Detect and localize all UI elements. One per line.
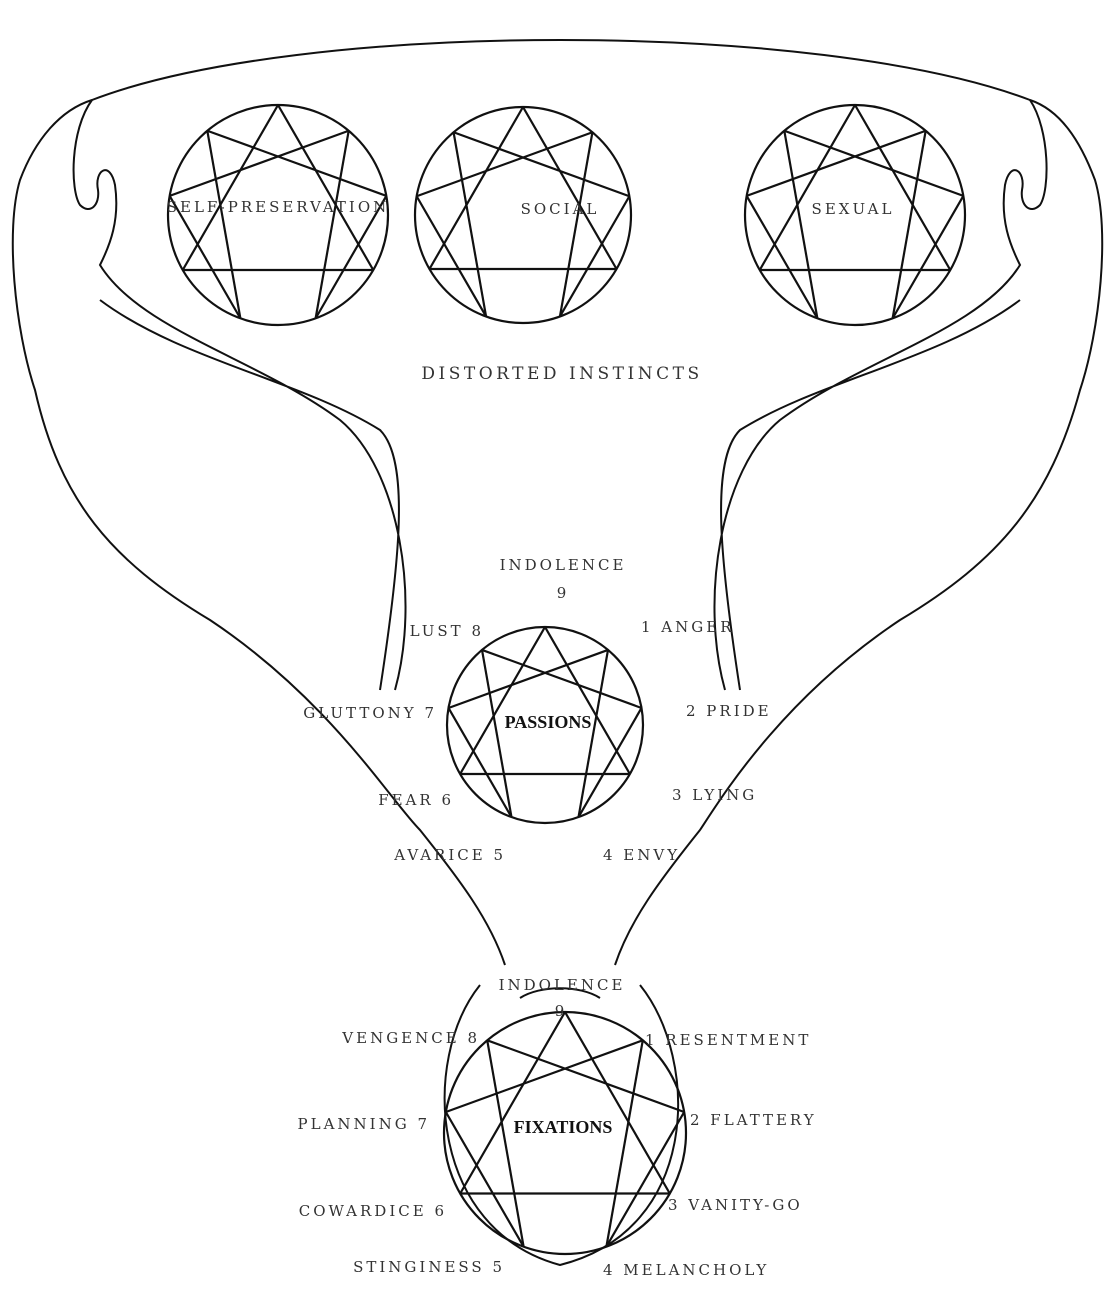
left-hand bbox=[72, 99, 407, 691]
enneagram-sexual bbox=[743, 103, 967, 327]
enneagram-line bbox=[181, 104, 279, 271]
fixation-bowl bbox=[443, 984, 680, 1267]
enneagram-line bbox=[486, 1040, 525, 1247]
passion-5: AVARICE 5 bbox=[393, 846, 506, 864]
fixation-3: 3 VANITY-GO bbox=[668, 1196, 803, 1214]
enneagram-line bbox=[577, 649, 610, 818]
passion-1: 1 ANGER bbox=[641, 618, 735, 636]
fixation-1: 1 RESENTMENT bbox=[645, 1031, 811, 1049]
enneagram-line bbox=[416, 131, 593, 198]
enneagram-line bbox=[459, 626, 546, 775]
enneagram-line bbox=[444, 1111, 525, 1248]
enneagram-self-preservation bbox=[166, 103, 390, 327]
enneagram-line bbox=[206, 130, 242, 319]
enneagram-line bbox=[452, 132, 488, 317]
enneagram-line bbox=[854, 104, 952, 271]
enneagram-line bbox=[314, 130, 350, 319]
fixation-2: 2 FLATTERY bbox=[690, 1111, 817, 1129]
enneagram-line bbox=[558, 132, 594, 317]
right-hand bbox=[713, 99, 1048, 691]
enneagram-line bbox=[428, 106, 524, 270]
fixation-5: STINGINESS 5 bbox=[353, 1258, 505, 1276]
label-self-preservation: SELF-PRESERVATION bbox=[167, 198, 390, 216]
enneagram-line bbox=[783, 130, 819, 319]
enneagram-line bbox=[783, 129, 964, 197]
passions-center-label: PASSIONS bbox=[505, 712, 592, 732]
passion-4: 4 ENVY bbox=[603, 846, 680, 864]
passion-6: FEAR 6 bbox=[378, 791, 454, 809]
enneagram-line bbox=[558, 195, 631, 318]
fixation-8: VENGENCE 8 bbox=[341, 1029, 480, 1047]
fixation-4: 4 MELANCHOLY bbox=[603, 1261, 769, 1279]
enneagram-line bbox=[745, 195, 819, 319]
enneagram-line bbox=[168, 195, 242, 319]
enneagram-line bbox=[605, 1111, 686, 1248]
passion-7: GLUTTONY 7 bbox=[303, 704, 437, 722]
enneagram-line bbox=[448, 648, 609, 710]
enneagram-line bbox=[277, 104, 375, 271]
enneagram-social bbox=[413, 105, 633, 325]
passion-8: LUST 8 bbox=[410, 622, 484, 640]
passion-9-number: 9 bbox=[557, 584, 570, 602]
enneagram-line bbox=[891, 195, 965, 319]
passion-3: 3 LYING bbox=[672, 786, 757, 804]
fixations-center-label: FIXATIONS bbox=[514, 1117, 613, 1137]
enneagram-line bbox=[577, 707, 643, 818]
enneagram-line bbox=[522, 106, 618, 270]
enneagram-line bbox=[453, 131, 630, 198]
passion-2: 2 PRIDE bbox=[686, 702, 772, 720]
label-sexual: SEXUAL bbox=[812, 200, 895, 218]
fixation-9-number: 9 bbox=[555, 1002, 568, 1020]
distorted-instincts-title: DISTORTED INSTINCTS bbox=[421, 364, 702, 384]
label-social: SOCIAL bbox=[521, 200, 600, 218]
neck-arc bbox=[519, 987, 601, 999]
enneagram-line bbox=[605, 1040, 644, 1247]
enneagram-line bbox=[544, 626, 631, 775]
enneagram-fixations bbox=[442, 1010, 688, 1256]
enneagram-line bbox=[480, 649, 513, 818]
fixation-6: COWARDICE 6 bbox=[299, 1202, 447, 1220]
enneagram-line bbox=[758, 104, 856, 271]
enneagram-line bbox=[891, 130, 927, 319]
enneagram-passions bbox=[445, 625, 645, 825]
figure-outline bbox=[11, 39, 1104, 966]
passion-9: INDOLENCE bbox=[500, 556, 627, 574]
enneagram-line bbox=[447, 707, 513, 818]
enneagram-line bbox=[169, 129, 350, 197]
enneagram-line bbox=[445, 1039, 644, 1114]
enneagram-line bbox=[415, 195, 488, 318]
enneagram-line bbox=[746, 129, 927, 197]
enneagram-line bbox=[481, 648, 642, 710]
enneagram-line bbox=[486, 1039, 685, 1114]
enneagram-line bbox=[314, 195, 388, 319]
enneagram-line bbox=[459, 1011, 566, 1195]
enneagram-line bbox=[206, 129, 387, 197]
fixation-9: INDOLENCE bbox=[499, 976, 626, 994]
fixation-7: PLANNING 7 bbox=[298, 1115, 430, 1133]
enneagram-line bbox=[564, 1011, 671, 1195]
